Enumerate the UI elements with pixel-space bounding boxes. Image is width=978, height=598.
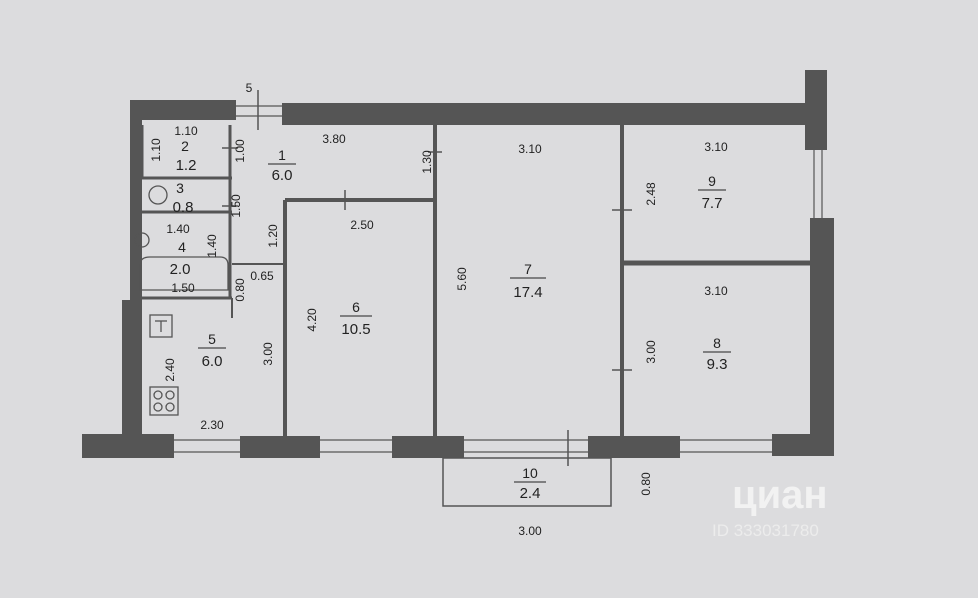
dim-r9-width: 3.10 <box>704 140 728 154</box>
toilet-icon <box>148 185 168 205</box>
bathtub-icon <box>139 256 229 291</box>
wall-bottom-2 <box>240 436 320 458</box>
dim-r6-width: 2.50 <box>350 218 374 232</box>
dim-r2-width: 1.10 <box>174 124 198 138</box>
dim-r4-bottom: 1.50 <box>171 281 195 295</box>
wall-bottom-1 <box>82 434 174 458</box>
dim-r3-side: 1.50 <box>229 194 243 218</box>
watermark: циан ID 333031780 <box>712 473 828 540</box>
wall-right <box>810 218 834 454</box>
balcony-outline <box>442 457 612 507</box>
room-10-area: 2.4 <box>520 485 541 502</box>
dim-r6-side: 4.20 <box>305 308 319 332</box>
dim-r8-width: 3.10 <box>704 284 728 298</box>
walls <box>82 70 834 458</box>
wall-left-lower <box>122 300 142 440</box>
partitions <box>130 125 810 436</box>
room-4-area: 2.0 <box>170 261 191 278</box>
dim-r7-width: 3.10 <box>518 142 542 156</box>
dim-r9-side: 2.48 <box>644 182 658 206</box>
dim-top-5: 5 <box>246 81 253 95</box>
room-2-number: 2 <box>181 138 189 154</box>
room-9-number: 9 <box>708 173 716 189</box>
dim-r4-side: 1.40 <box>205 234 219 258</box>
room-1-number: 1 <box>278 147 286 163</box>
dim-r7-side: 5.60 <box>455 267 469 291</box>
room-1-area: 6.0 <box>272 167 293 184</box>
dim-r5-side-right: 3.00 <box>261 342 275 366</box>
room-9-area: 7.7 <box>702 195 723 212</box>
dimension-labels: 5 3.80 3.10 3.10 3.10 1.10 2.50 1.40 1.5… <box>149 81 728 538</box>
windows <box>174 105 823 453</box>
dim-r1-width: 3.80 <box>322 132 346 146</box>
sink-icon <box>149 314 173 338</box>
sink-basin-icon <box>134 232 150 248</box>
watermark-brand: циан <box>732 473 828 517</box>
dim-balcony-side: 0.80 <box>639 472 653 496</box>
dim-small-065: 0.65 <box>250 269 274 283</box>
room-8-area: 9.3 <box>707 356 728 373</box>
room-10-number: 10 <box>522 465 538 481</box>
wall-bottom-3 <box>392 436 464 458</box>
room-5-number: 5 <box>208 331 216 347</box>
dim-corr-120: 1.20 <box>266 224 280 248</box>
fixtures <box>134 185 229 416</box>
room-7-number: 7 <box>524 261 532 277</box>
room-3-number: 3 <box>176 180 184 196</box>
room-5-area: 6.0 <box>202 353 223 370</box>
room-4-number: 4 <box>178 239 186 255</box>
dim-r8-side: 3.00 <box>644 340 658 364</box>
watermark-id: ID 333031780 <box>712 521 819 540</box>
dim-r1-side: 1.30 <box>420 150 434 174</box>
room-6-area: 10.5 <box>341 321 370 338</box>
dim-balcony-width: 3.00 <box>518 524 542 538</box>
wall-bottom-5 <box>772 434 834 456</box>
wall-top-right <box>282 103 810 125</box>
wall-top-corner <box>805 70 827 150</box>
room-2-area: 1.2 <box>176 157 197 174</box>
door-ticks <box>222 90 632 466</box>
room-8-number: 8 <box>713 335 721 351</box>
room-labels: 1 6.0 2 1.2 3 0.8 4 2.0 5 6.0 6 10.5 7 1… <box>170 138 731 502</box>
room-3-area: 0.8 <box>173 199 194 216</box>
room-6-number: 6 <box>352 299 360 315</box>
dim-r4-width: 1.40 <box>166 222 190 236</box>
wall-top-left <box>130 100 236 120</box>
dim-small-080: 0.80 <box>233 278 247 302</box>
room-7-area: 17.4 <box>513 284 542 301</box>
wall-bottom-4 <box>588 436 680 458</box>
dim-r2-height: 1.10 <box>149 138 163 162</box>
stove-icon <box>149 386 179 416</box>
dim-r5-bottom: 2.30 <box>200 418 224 432</box>
dim-r2-side: 1.00 <box>233 139 247 163</box>
dim-r5-side-left: 2.40 <box>163 358 177 382</box>
wall-left-upper <box>130 100 142 300</box>
